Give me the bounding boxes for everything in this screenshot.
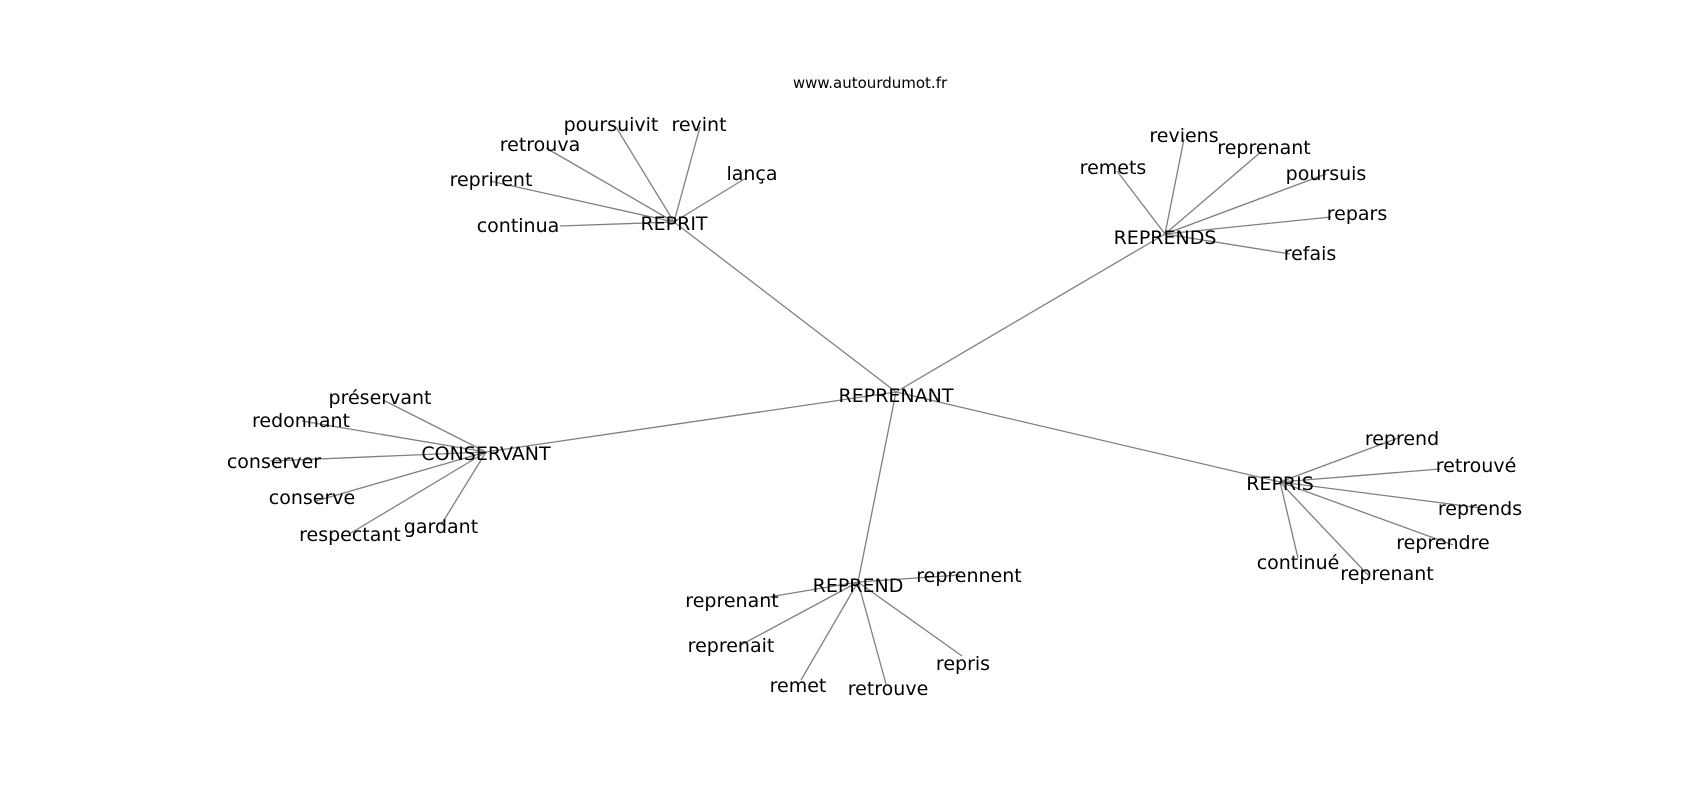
leaf-node-label[interactable]: retrouvé xyxy=(1436,455,1517,477)
edge-center-b4 xyxy=(895,391,1281,483)
edge-center-b3 xyxy=(485,391,897,453)
edge-b1-leaf-1 xyxy=(489,180,675,223)
edge-b5-leaf-1 xyxy=(762,581,859,599)
leaf-node-label[interactable]: reprenant xyxy=(1340,563,1433,585)
leaf-node-label[interactable]: reprennent xyxy=(916,565,1022,587)
edge-b5-leaf-0 xyxy=(857,574,961,583)
leaf-node-label[interactable]: lança xyxy=(726,163,777,185)
edge-b1-leaf-0 xyxy=(559,221,675,227)
edge-b2-leaf-3 xyxy=(1164,173,1327,235)
edge-center-b5 xyxy=(857,391,897,583)
leaf-node-label[interactable]: reprendre xyxy=(1396,532,1489,554)
leaf-node-label[interactable]: poursuis xyxy=(1286,163,1367,185)
edge-b4-leaf-3 xyxy=(1279,481,1454,546)
leaf-node-label[interactable]: respectant xyxy=(299,524,401,546)
leaf-node-label[interactable]: reviens xyxy=(1149,125,1218,147)
branch-node-label[interactable]: CONSERVANT xyxy=(421,443,551,465)
leaf-node-label[interactable]: repars xyxy=(1327,203,1388,225)
center-node-label[interactable]: REPRENANT xyxy=(839,385,954,407)
edge-b4-leaf-2 xyxy=(1279,481,1482,509)
leaf-node-label[interactable]: poursuivit xyxy=(564,114,659,136)
edge-b2-leaf-1 xyxy=(1164,138,1185,235)
edge-b3-leaf-0 xyxy=(382,399,487,453)
edge-b1-leaf-3 xyxy=(615,126,675,223)
edge-b5-leaf-4 xyxy=(857,581,887,685)
edge-b5-leaf-3 xyxy=(800,581,859,681)
leaf-node-label[interactable]: reprenait xyxy=(688,635,775,657)
edge-b3-leaf-5 xyxy=(440,451,487,526)
leaf-node-label[interactable]: reprenant xyxy=(685,590,778,612)
leaf-node-label[interactable]: préservant xyxy=(329,387,432,409)
edge-b1-leaf-5 xyxy=(673,177,747,223)
leaf-node-label[interactable]: retrouva xyxy=(500,134,580,156)
leaf-node-label[interactable]: conserver xyxy=(227,451,321,473)
edge-b3-leaf-1 xyxy=(301,420,487,453)
graph-labels: REPRENANT REPRIT continua reprirent retrouva… xyxy=(227,114,1522,700)
edge-center-b2 xyxy=(895,233,1166,393)
leaf-node-label[interactable]: reprends xyxy=(1438,498,1522,520)
edge-b4-leaf-4 xyxy=(1279,481,1369,576)
leaf-node-label[interactable]: revint xyxy=(671,114,726,136)
leaf-node-label[interactable]: conserve xyxy=(269,487,355,509)
edge-b1-leaf-2 xyxy=(545,147,675,223)
leaf-node-label[interactable]: reprenant xyxy=(1217,137,1310,159)
leaf-node-label[interactable]: remets xyxy=(1080,157,1147,179)
edge-b3-leaf-2 xyxy=(269,451,487,462)
edge-center-b1 xyxy=(673,221,897,393)
leaf-node-label[interactable]: gardant xyxy=(404,516,478,538)
edge-b3-leaf-3 xyxy=(315,451,487,502)
leaf-node-label[interactable]: reprend xyxy=(1365,428,1439,450)
edge-b5-leaf-5 xyxy=(857,581,963,657)
edge-b2-leaf-2 xyxy=(1164,150,1263,235)
edge-b4-leaf-1 xyxy=(1279,468,1441,483)
graph-edges xyxy=(269,126,1482,685)
branch-node-label[interactable]: REPREND xyxy=(813,575,904,597)
leaf-node-label[interactable]: remet xyxy=(770,675,827,697)
edge-b2-leaf-4 xyxy=(1164,216,1332,235)
branch-node-label[interactable]: REPRENDS xyxy=(1114,227,1217,249)
leaf-node-label[interactable]: continué xyxy=(1257,552,1340,574)
leaf-node-label[interactable]: reprirent xyxy=(450,169,533,191)
edge-b2-leaf-5 xyxy=(1164,233,1291,255)
edge-b2-leaf-0 xyxy=(1116,170,1166,235)
source-watermark: www.autourdumot.fr xyxy=(793,74,948,92)
edge-b4-leaf-0 xyxy=(1279,437,1399,483)
edge-b3-leaf-4 xyxy=(350,451,487,534)
leaf-node-label[interactable]: continua xyxy=(477,215,560,237)
leaf-node-label[interactable]: retrouve xyxy=(848,678,929,700)
branch-node-label[interactable]: REPRIS xyxy=(1246,473,1314,495)
edge-b1-leaf-4 xyxy=(673,126,701,223)
edge-b5-leaf-2 xyxy=(738,581,859,647)
leaf-node-label[interactable]: redonnant xyxy=(252,410,350,432)
branch-node-label[interactable]: REPRIT xyxy=(640,213,707,235)
leaf-node-label[interactable]: repris xyxy=(936,653,990,675)
edge-b4-leaf-5 xyxy=(1279,481,1299,559)
leaf-node-label[interactable]: refais xyxy=(1284,243,1337,265)
